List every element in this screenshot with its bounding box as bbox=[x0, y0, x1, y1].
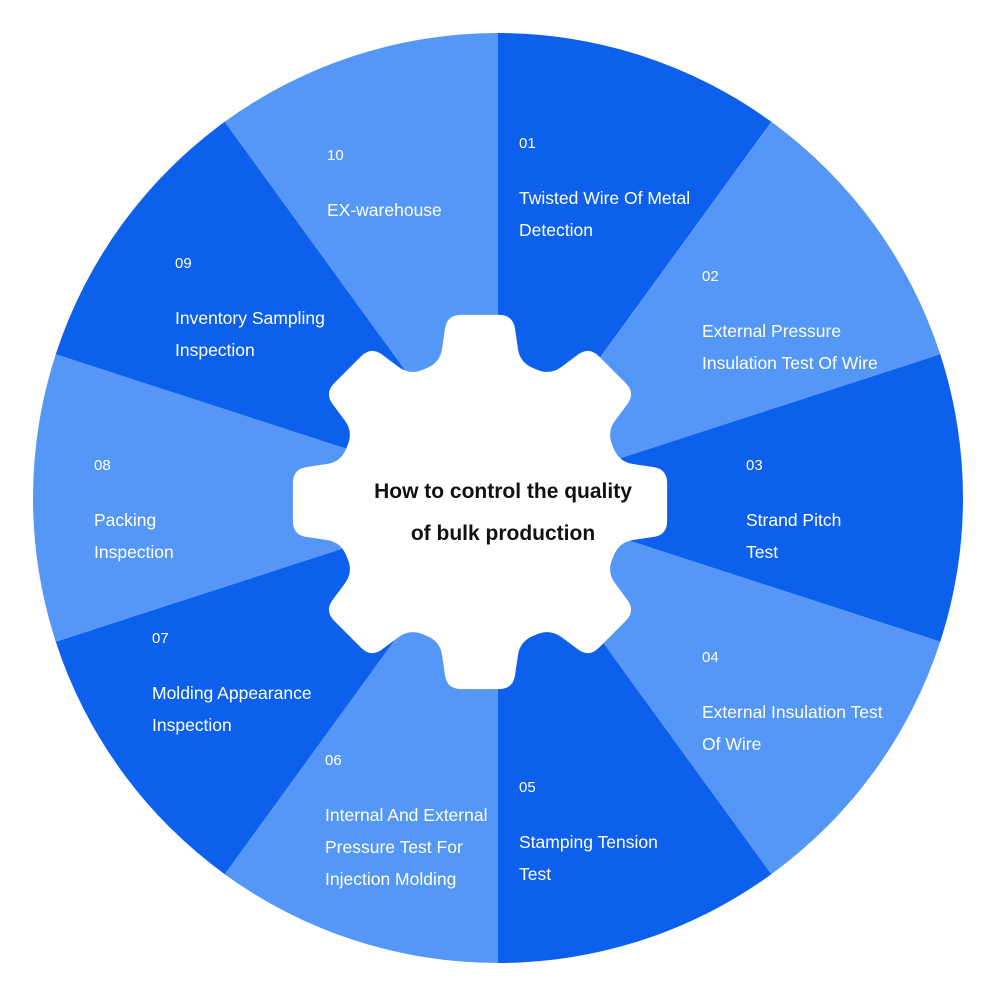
center-title-line-2: of bulk production bbox=[411, 522, 595, 545]
step-number-06: 06 bbox=[325, 752, 342, 769]
segment-08 bbox=[33, 354, 498, 642]
step-01-label-line-1: Twisted Wire Of Metal bbox=[519, 188, 690, 208]
step-10-label-line-1: EX-warehouse bbox=[327, 200, 442, 220]
step-06-label-line-1: Internal And External bbox=[325, 805, 487, 825]
step-02-label-line-1: External Pressure bbox=[702, 321, 841, 341]
step-07-label-line-1: Molding Appearance bbox=[152, 683, 312, 703]
step-05-label-line-1: Stamping Tension bbox=[519, 832, 658, 852]
step-number-08: 08 bbox=[94, 457, 111, 474]
step-number-07: 07 bbox=[152, 630, 169, 647]
step-03-label-line-2: Test bbox=[746, 542, 778, 562]
step-02-label-line-2: Insulation Test Of Wire bbox=[702, 353, 878, 373]
step-number-04: 04 bbox=[702, 649, 719, 666]
step-number-01: 01 bbox=[519, 135, 536, 152]
step-05-label-line-2: Test bbox=[519, 864, 551, 884]
step-number-10: 10 bbox=[327, 147, 344, 164]
gear-icon bbox=[292, 314, 668, 690]
step-06-label-line-3: Injection Molding bbox=[325, 869, 456, 889]
step-06-label-line-2: Pressure Test For bbox=[325, 837, 463, 857]
segment-03 bbox=[498, 354, 963, 642]
step-number-02: 02 bbox=[702, 268, 719, 285]
step-09-label-line-2: Inspection bbox=[175, 340, 255, 360]
step-03-label-line-1: Strand Pitch bbox=[746, 510, 841, 530]
step-04-label-line-2: Of Wire bbox=[702, 734, 761, 754]
step-number-03: 03 bbox=[746, 457, 763, 474]
step-08-label-line-1: Packing bbox=[94, 510, 156, 530]
step-08-label-line-2: Inspection bbox=[94, 542, 174, 562]
center-title-line-1: How to control the quality bbox=[374, 480, 632, 503]
step-09-label-line-1: Inventory Sampling bbox=[175, 308, 325, 328]
step-07-label-line-2: Inspection bbox=[152, 715, 232, 735]
step-number-09: 09 bbox=[175, 255, 192, 272]
step-04-label-line-1: External Insulation Test bbox=[702, 702, 883, 722]
step-number-05: 05 bbox=[519, 779, 536, 796]
step-01-label-line-2: Detection bbox=[519, 220, 593, 240]
